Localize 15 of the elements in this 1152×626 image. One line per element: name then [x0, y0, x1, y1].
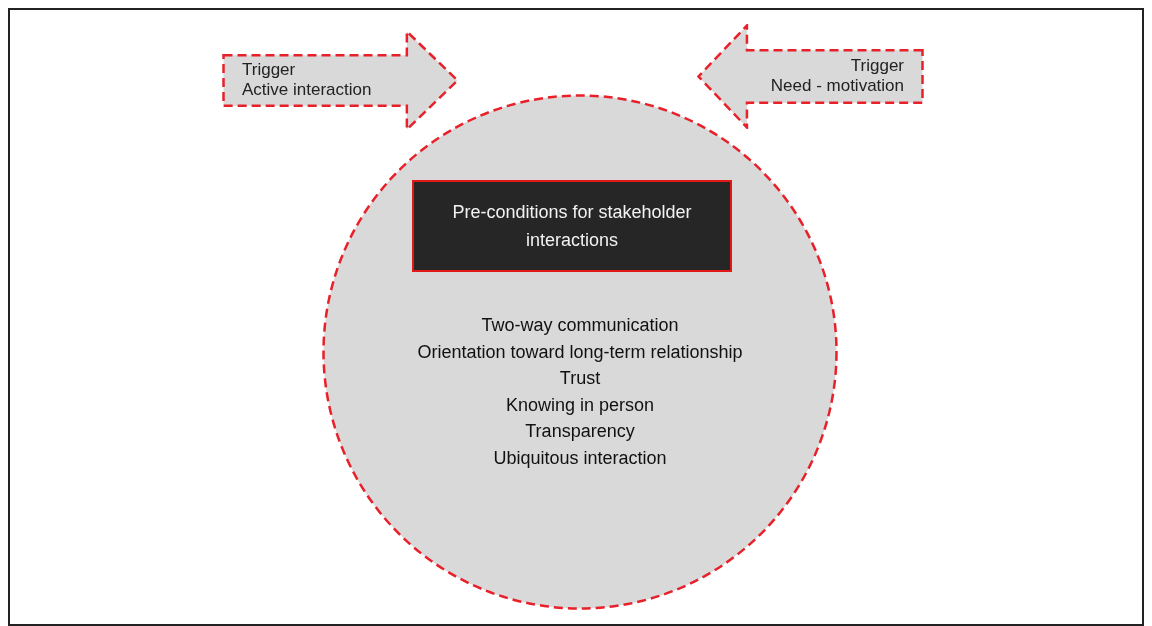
box-title: Pre-conditions for stakeholder interactions [451, 201, 693, 252]
list-item: Trust [559, 367, 601, 390]
block-arrow [697, 24, 924, 129]
arrow-label: Need - motivation [770, 76, 904, 96]
title-box [412, 180, 732, 272]
list-item: Knowing in person [505, 393, 655, 417]
arrow-label: Trigger [242, 60, 296, 80]
arrow-label: Active interaction [242, 80, 372, 100]
list-item: Transparency [525, 420, 635, 443]
list-item: Ubiquitous interaction [493, 446, 667, 470]
block-arrow [222, 30, 459, 131]
list-item: Two-way communication [481, 314, 679, 337]
dashed-circle [322, 94, 838, 610]
list-item: Orientation toward long-term relationship [417, 340, 743, 364]
arrow-label: Trigger [850, 56, 904, 76]
